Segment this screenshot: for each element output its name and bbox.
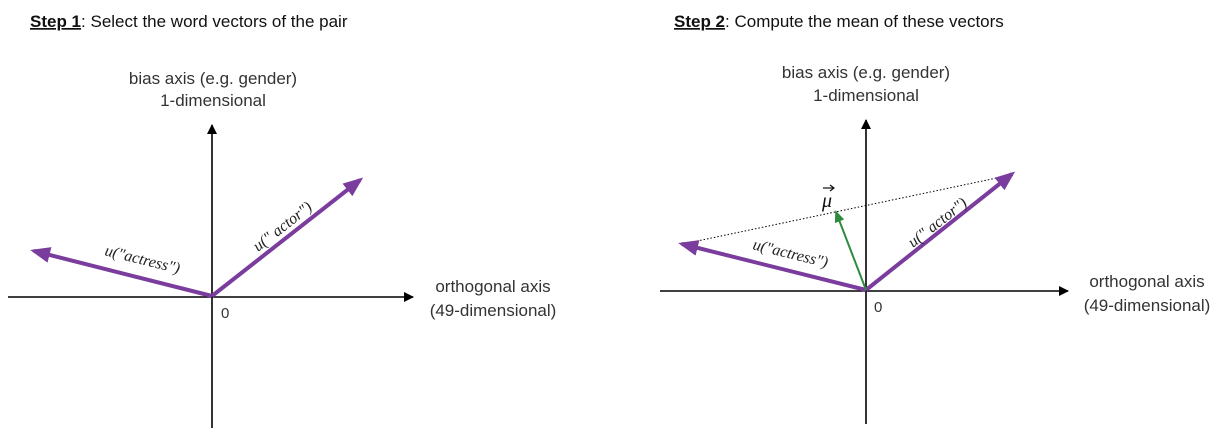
step1-title: Step 1: Select the word vectors of the p… bbox=[30, 12, 348, 31]
step2-mean-label: μ bbox=[821, 190, 832, 212]
step1-actor-label: u(" actor") bbox=[250, 199, 316, 255]
step1-caption: : Select the word vectors of the pair bbox=[81, 12, 348, 31]
step2-bias-axis-sublabel: 1-dimensional bbox=[813, 86, 919, 105]
step2-mean-vector bbox=[834, 210, 867, 291]
step2-bias-axis-label: bias axis (e.g. gender) bbox=[782, 63, 950, 82]
step2-caption: : Compute the mean of these vectors bbox=[725, 12, 1004, 31]
step1-actor-vector bbox=[210, 177, 364, 298]
step2-title: Step 2: Compute the mean of these vector… bbox=[674, 12, 1004, 31]
step2-ortho-axis-sublabel: (49-dimensional) bbox=[1084, 296, 1211, 315]
step2-origin-label: 0 bbox=[874, 299, 882, 316]
step2-actor-vector bbox=[864, 171, 1016, 292]
step1-step-word: Step 1 bbox=[30, 12, 81, 31]
step2-ortho-axis-label: orthogonal axis bbox=[1089, 272, 1204, 291]
mean-arrow-accent-tip-icon bbox=[829, 184, 835, 192]
step1-panel: Step 1: Select the word vectors of the p… bbox=[8, 12, 556, 428]
step2-panel: Step 2: Compute the mean of these vector… bbox=[660, 12, 1210, 424]
step1-bias-axis-sublabel: 1-dimensional bbox=[160, 91, 266, 110]
step2-step-word: Step 2 bbox=[674, 12, 725, 31]
step1-origin-label: 0 bbox=[221, 305, 229, 322]
step2-actress-vector bbox=[678, 240, 867, 292]
step1-bias-axis-label: bias axis (e.g. gender) bbox=[129, 69, 297, 88]
step1-ortho-axis-sublabel: (49-dimensional) bbox=[430, 301, 557, 320]
step1-actress-vector bbox=[30, 247, 213, 298]
step2-actor-label: u(" actor") bbox=[905, 195, 971, 251]
step1-ortho-axis-label: orthogonal axis bbox=[435, 277, 550, 296]
